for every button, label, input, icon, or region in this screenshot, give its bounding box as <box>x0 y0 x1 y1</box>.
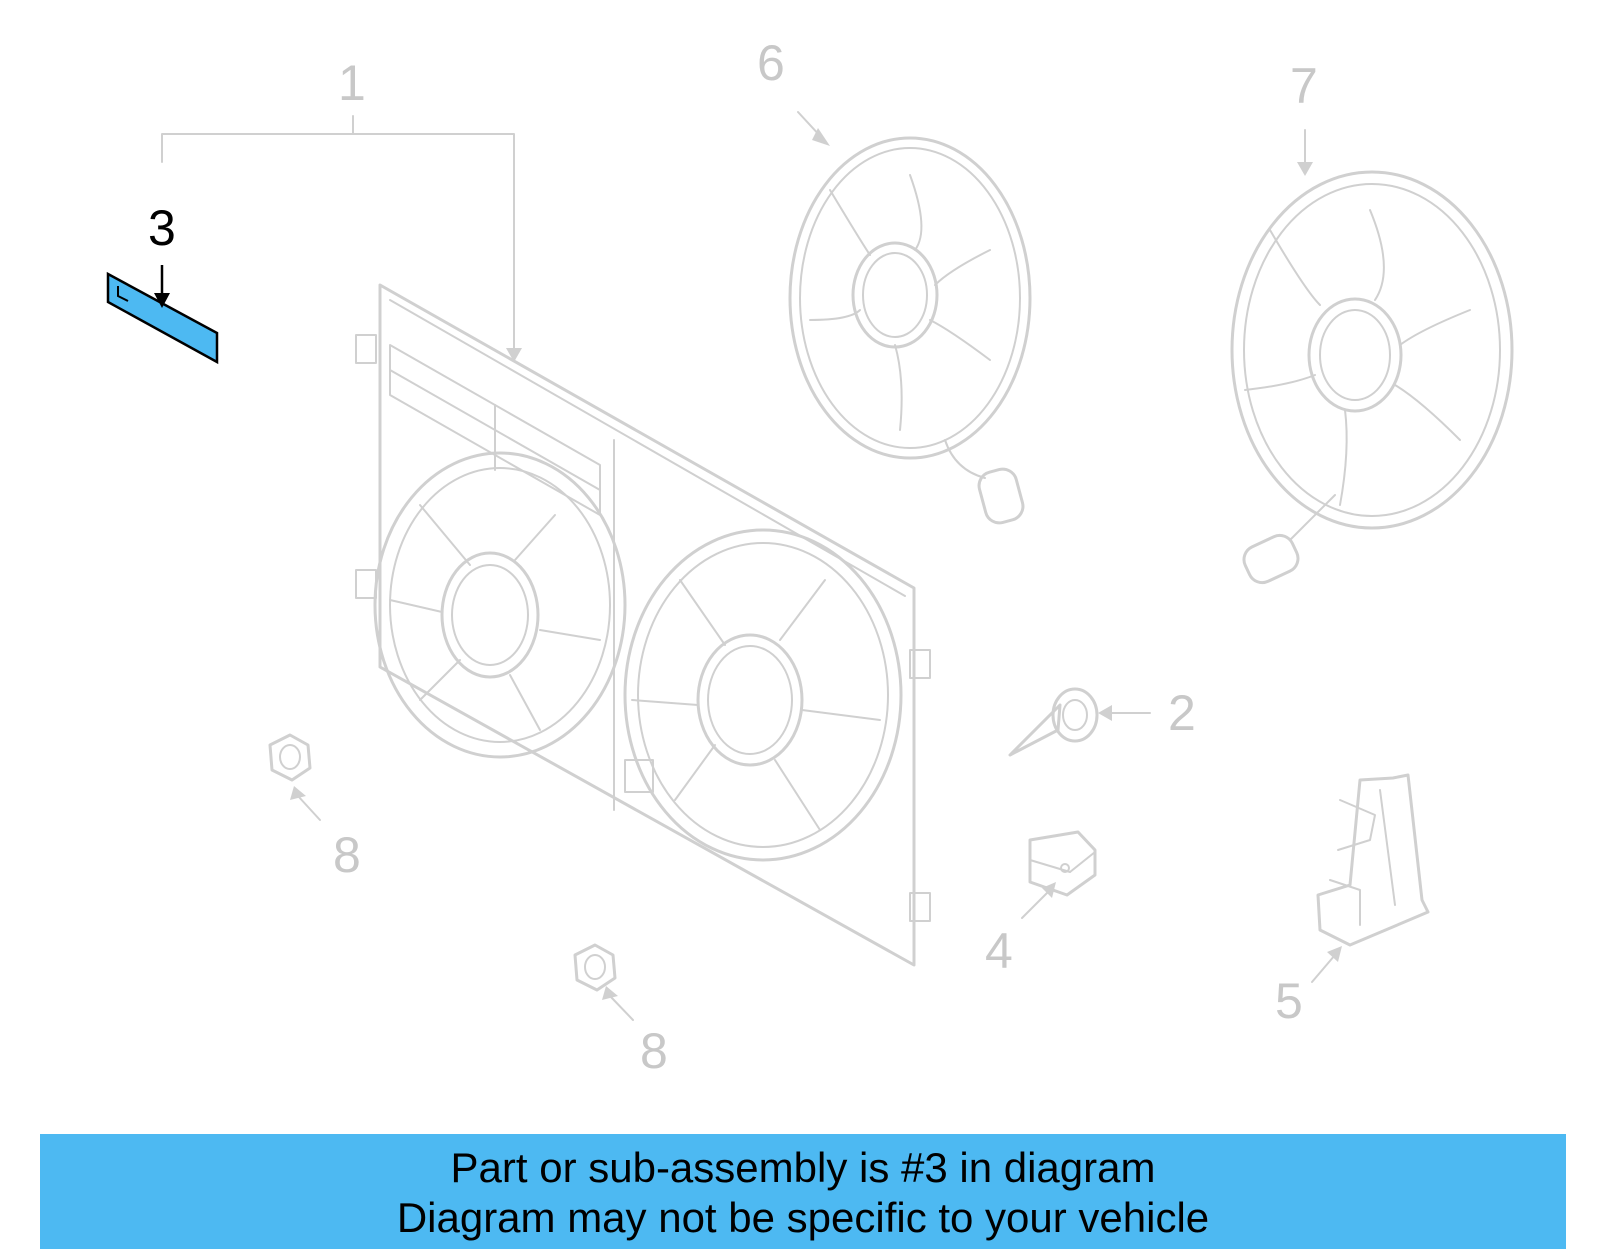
callout-6: 6 <box>757 35 785 91</box>
info-banner: Part or sub-assembly is #3 in diagram Di… <box>40 1134 1566 1249</box>
leader-arrows <box>290 111 1342 1021</box>
callout-1: 1 <box>338 55 366 111</box>
part-5-bracket[interactable] <box>1316 773 1430 947</box>
part-8-nut-lower[interactable] <box>573 943 617 992</box>
part-8-nut-upper[interactable] <box>268 733 312 782</box>
callout-3[interactable]: 3 <box>148 200 176 256</box>
part-7-fan-motor[interactable] <box>1230 170 1514 587</box>
callout-1-bracket <box>161 115 522 362</box>
callout-7: 7 <box>1290 58 1318 114</box>
banner-line-part: Part or sub-assembly is #3 in diagram <box>450 1144 1156 1191</box>
callout-8-lower: 8 <box>640 1023 668 1079</box>
callout-5: 5 <box>1275 973 1303 1029</box>
callout-4: 4 <box>985 923 1013 979</box>
parts-diagram: 1 2 3 4 5 6 7 8 8 <box>106 35 1514 1079</box>
part-3-label[interactable] <box>106 265 219 365</box>
part-1-fan-shroud[interactable] <box>355 283 931 967</box>
part-2-screw[interactable] <box>1008 687 1099 757</box>
callout-8-upper: 8 <box>333 827 361 883</box>
part-6-fan-motor[interactable] <box>788 136 1032 526</box>
callout-2: 2 <box>1168 685 1196 741</box>
part-4-clip[interactable] <box>1028 830 1097 897</box>
banner-line-disclaimer: Diagram may not be specific to your vehi… <box>396 1194 1210 1241</box>
